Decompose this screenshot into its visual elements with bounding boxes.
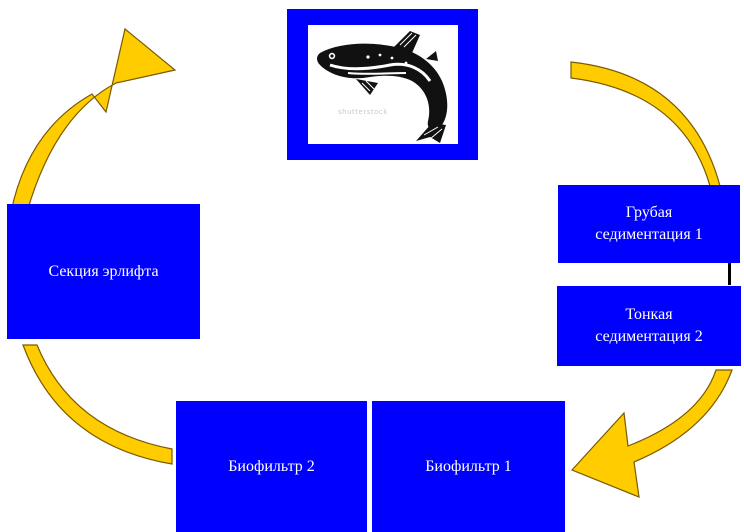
node-biofilter-2-label: Биофильтр 2 [228, 457, 315, 475]
arrow-fish-to-sedimentation [570, 61, 721, 187]
node-coarse-sedimentation-line2: седиментация 1 [595, 226, 703, 243]
arrow-biofilter2-to-airlift [22, 344, 173, 465]
sedimentation-connector [728, 263, 731, 285]
node-coarse-sedimentation-line1: Грубая [625, 204, 673, 221]
fish-image: shutterstock [308, 25, 458, 144]
fish-image-frame: shutterstock [287, 9, 478, 160]
watermark-text: shutterstock [338, 108, 388, 116]
node-biofilter-2: Биофильтр 2 [176, 401, 367, 532]
node-fine-sedimentation-line1: Тонкая [625, 306, 673, 323]
node-biofilter-1: Биофильтр 1 [372, 401, 565, 532]
node-fine-sedimentation-line2: седиментация 2 [595, 328, 703, 345]
node-airlift-section: Секция эрлифта [7, 204, 200, 339]
node-airlift-section-label: Секция эрлифта [48, 262, 159, 280]
arrow-sedimentation-to-biofilter1 [570, 369, 733, 498]
fish-icon [317, 31, 448, 143]
node-coarse-sedimentation: Грубая седиментация 1 [558, 185, 740, 263]
node-fine-sedimentation: Тонкая седиментация 2 [557, 286, 741, 366]
node-biofilter-1-label: Биофильтр 1 [425, 457, 512, 475]
arrow-airlift-to-fish [10, 27, 177, 213]
